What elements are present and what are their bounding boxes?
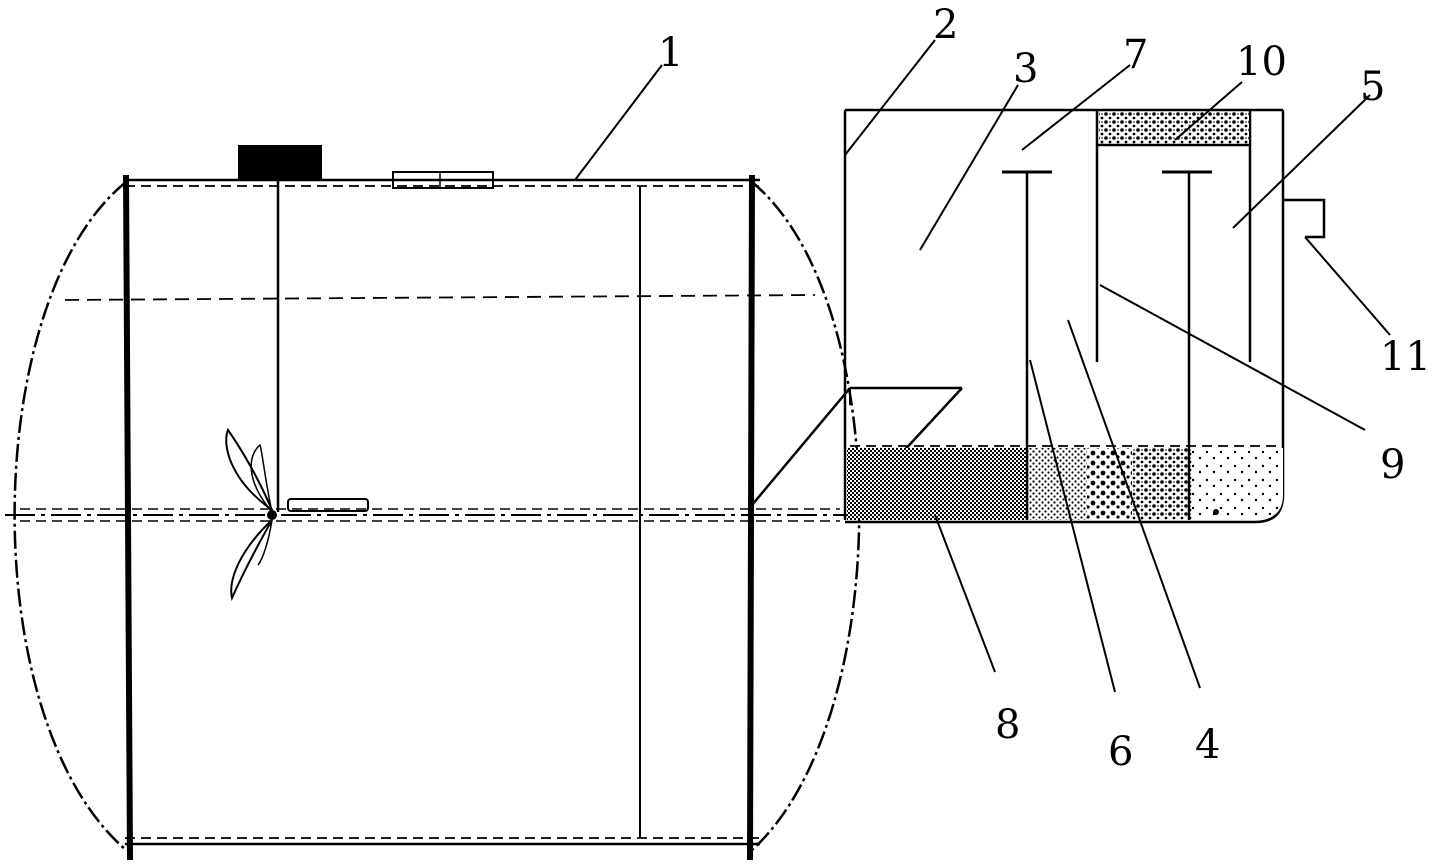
label-1: 1 bbox=[658, 30, 683, 76]
label-6: 6 bbox=[1108, 729, 1133, 775]
center-axis bbox=[5, 508, 860, 522]
label-8: 8 bbox=[995, 702, 1020, 748]
baffle-t2 bbox=[1162, 170, 1212, 520]
top-port bbox=[392, 171, 494, 189]
connecting-pipe bbox=[751, 386, 963, 506]
tank-body bbox=[13, 174, 861, 861]
sediment-layer bbox=[847, 448, 1283, 520]
label-5: 5 bbox=[1360, 64, 1385, 110]
label-2: 2 bbox=[933, 2, 958, 48]
filter-block bbox=[1097, 112, 1250, 147]
leader-lines bbox=[574, 39, 1391, 693]
label-4: 4 bbox=[1195, 722, 1220, 768]
label-3: 3 bbox=[1013, 46, 1038, 92]
propeller bbox=[225, 427, 277, 602]
label-9: 9 bbox=[1380, 442, 1405, 488]
label-11: 11 bbox=[1380, 334, 1431, 380]
outlet-pipe bbox=[1283, 198, 1326, 239]
label-7: 7 bbox=[1123, 32, 1148, 78]
motor-block bbox=[238, 145, 322, 180]
label-10: 10 bbox=[1236, 39, 1287, 85]
baffle-6 bbox=[1002, 170, 1052, 520]
shaft-coupling bbox=[287, 498, 369, 512]
